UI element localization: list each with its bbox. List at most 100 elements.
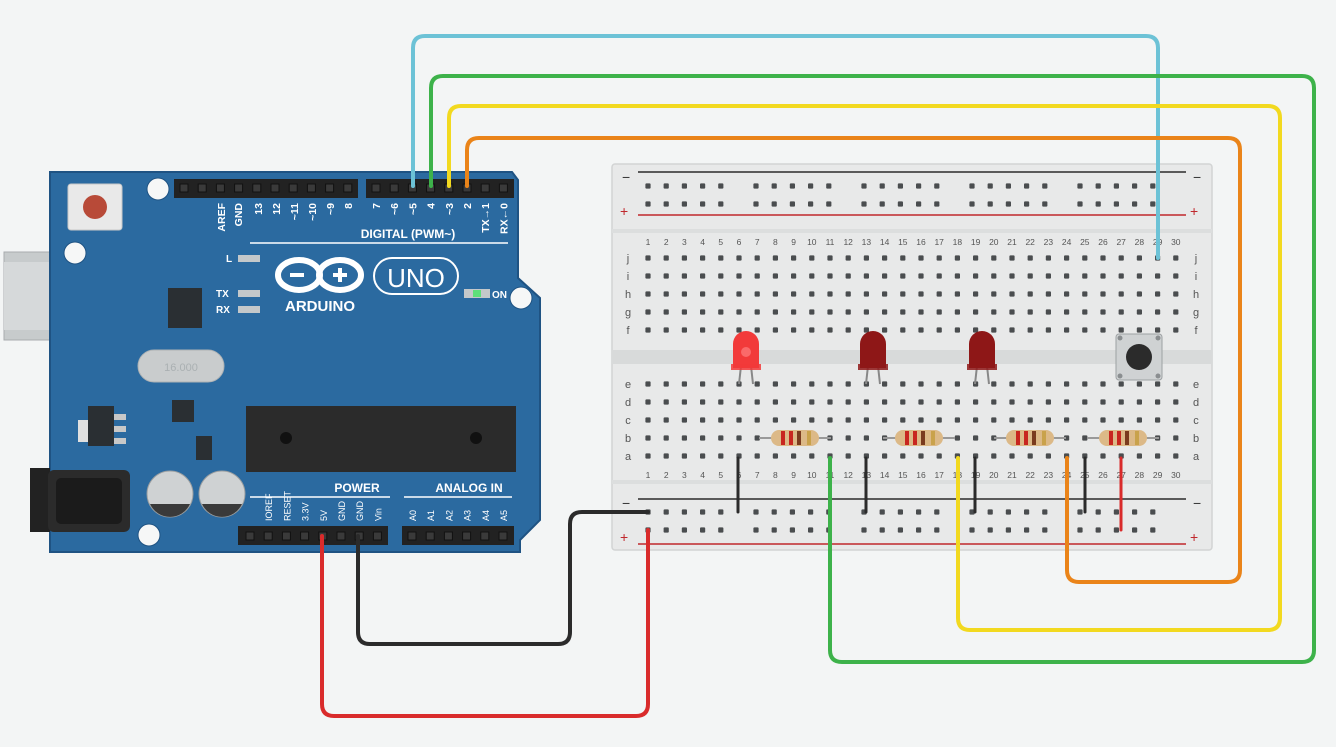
- rail-hole[interactable]: [897, 183, 903, 189]
- resistor-1[interactable]: [759, 430, 831, 446]
- breadboard-hole[interactable]: [1118, 417, 1124, 423]
- breadboard-hole[interactable]: [863, 291, 869, 297]
- breadboard-hole[interactable]: [1009, 273, 1015, 279]
- header-pin[interactable]: [270, 183, 280, 193]
- breadboard-hole[interactable]: [991, 255, 997, 261]
- breadboard-hole[interactable]: [736, 399, 742, 405]
- breadboard-hole[interactable]: [718, 309, 724, 315]
- rail-hole[interactable]: [969, 509, 975, 515]
- breadboard-hole[interactable]: [1064, 381, 1070, 387]
- rail-hole[interactable]: [879, 201, 885, 207]
- breadboard-hole[interactable]: [681, 327, 687, 333]
- breadboard-hole[interactable]: [754, 417, 760, 423]
- rail-hole[interactable]: [826, 183, 832, 189]
- breadboard-hole[interactable]: [1100, 273, 1106, 279]
- breadboard-hole[interactable]: [973, 417, 979, 423]
- rail-hole[interactable]: [681, 201, 687, 207]
- breadboard-hole[interactable]: [700, 399, 706, 405]
- breadboard-hole[interactable]: [809, 381, 815, 387]
- rail-hole[interactable]: [1005, 509, 1011, 515]
- breadboard-hole[interactable]: [991, 453, 997, 459]
- breadboard-hole[interactable]: [1009, 255, 1015, 261]
- breadboard-hole[interactable]: [681, 255, 687, 261]
- breadboard-hole[interactable]: [1173, 381, 1179, 387]
- breadboard-hole[interactable]: [1009, 309, 1015, 315]
- breadboard-hole[interactable]: [1155, 381, 1161, 387]
- breadboard-hole[interactable]: [718, 453, 724, 459]
- breadboard-hole[interactable]: [1155, 453, 1161, 459]
- breadboard-hole[interactable]: [900, 399, 906, 405]
- breadboard-hole[interactable]: [1173, 417, 1179, 423]
- rail-hole[interactable]: [969, 201, 975, 207]
- breadboard-hole[interactable]: [645, 453, 651, 459]
- breadboard-hole[interactable]: [973, 327, 979, 333]
- breadboard-hole[interactable]: [645, 399, 651, 405]
- breadboard-hole[interactable]: [791, 381, 797, 387]
- rail-hole[interactable]: [1113, 201, 1119, 207]
- breadboard-hole[interactable]: [772, 291, 778, 297]
- breadboard-hole[interactable]: [1155, 309, 1161, 315]
- breadboard-hole[interactable]: [936, 453, 942, 459]
- rail-hole[interactable]: [969, 183, 975, 189]
- breadboard-hole[interactable]: [900, 273, 906, 279]
- pushbutton[interactable]: [1115, 333, 1163, 381]
- breadboard-hole[interactable]: [991, 381, 997, 387]
- breadboard-hole[interactable]: [918, 453, 924, 459]
- header-pin[interactable]: [300, 531, 310, 541]
- breadboard-hole[interactable]: [1118, 309, 1124, 315]
- rail-hole[interactable]: [1024, 183, 1030, 189]
- breadboard-hole[interactable]: [1027, 381, 1033, 387]
- breadboard-hole[interactable]: [1027, 309, 1033, 315]
- breadboard-hole[interactable]: [1045, 381, 1051, 387]
- breadboard-hole[interactable]: [1136, 327, 1142, 333]
- header-pin[interactable]: [498, 531, 508, 541]
- breadboard-hole[interactable]: [882, 255, 888, 261]
- breadboard-hole[interactable]: [1027, 273, 1033, 279]
- breadboard-hole[interactable]: [772, 255, 778, 261]
- breadboard-hole[interactable]: [736, 435, 742, 441]
- breadboard-hole[interactable]: [1173, 273, 1179, 279]
- breadboard-hole[interactable]: [827, 399, 833, 405]
- rail-hole[interactable]: [1132, 201, 1138, 207]
- breadboard-hole[interactable]: [754, 381, 760, 387]
- breadboard-hole[interactable]: [973, 435, 979, 441]
- header-pin[interactable]: [425, 531, 435, 541]
- breadboard-hole[interactable]: [1100, 399, 1106, 405]
- breadboard-hole[interactable]: [1027, 453, 1033, 459]
- breadboard-hole[interactable]: [973, 291, 979, 297]
- breadboard-hole[interactable]: [954, 435, 960, 441]
- breadboard-hole[interactable]: [681, 399, 687, 405]
- breadboard-hole[interactable]: [1136, 453, 1142, 459]
- breadboard-hole[interactable]: [973, 255, 979, 261]
- rail-hole[interactable]: [916, 527, 922, 533]
- breadboard-hole[interactable]: [1064, 417, 1070, 423]
- breadboard-hole[interactable]: [663, 273, 669, 279]
- breadboard-hole[interactable]: [772, 381, 778, 387]
- rail-hole[interactable]: [718, 509, 724, 515]
- breadboard-hole[interactable]: [645, 255, 651, 261]
- header-pin[interactable]: [281, 531, 291, 541]
- rail-hole[interactable]: [663, 201, 669, 207]
- breadboard-hole[interactable]: [882, 291, 888, 297]
- breadboard-hole[interactable]: [1045, 453, 1051, 459]
- rail-hole[interactable]: [987, 183, 993, 189]
- breadboard-hole[interactable]: [809, 255, 815, 261]
- breadboard-hole[interactable]: [736, 291, 742, 297]
- breadboard-hole[interactable]: [1064, 327, 1070, 333]
- header-pin[interactable]: [407, 531, 417, 541]
- breadboard-hole[interactable]: [954, 273, 960, 279]
- breadboard-hole[interactable]: [863, 327, 869, 333]
- rail-hole[interactable]: [808, 509, 814, 515]
- breadboard-hole[interactable]: [900, 381, 906, 387]
- breadboard-hole[interactable]: [1118, 255, 1124, 261]
- breadboard-hole[interactable]: [936, 417, 942, 423]
- rail-hole[interactable]: [1113, 183, 1119, 189]
- rail-hole[interactable]: [1095, 509, 1101, 515]
- breadboard-hole[interactable]: [1082, 273, 1088, 279]
- breadboard-hole[interactable]: [1082, 291, 1088, 297]
- breadboard-hole[interactable]: [882, 381, 888, 387]
- red-5v-wire[interactable]: [320, 528, 650, 718]
- breadboard-hole[interactable]: [700, 309, 706, 315]
- rail-hole[interactable]: [1042, 183, 1048, 189]
- breadboard-hole[interactable]: [1027, 417, 1033, 423]
